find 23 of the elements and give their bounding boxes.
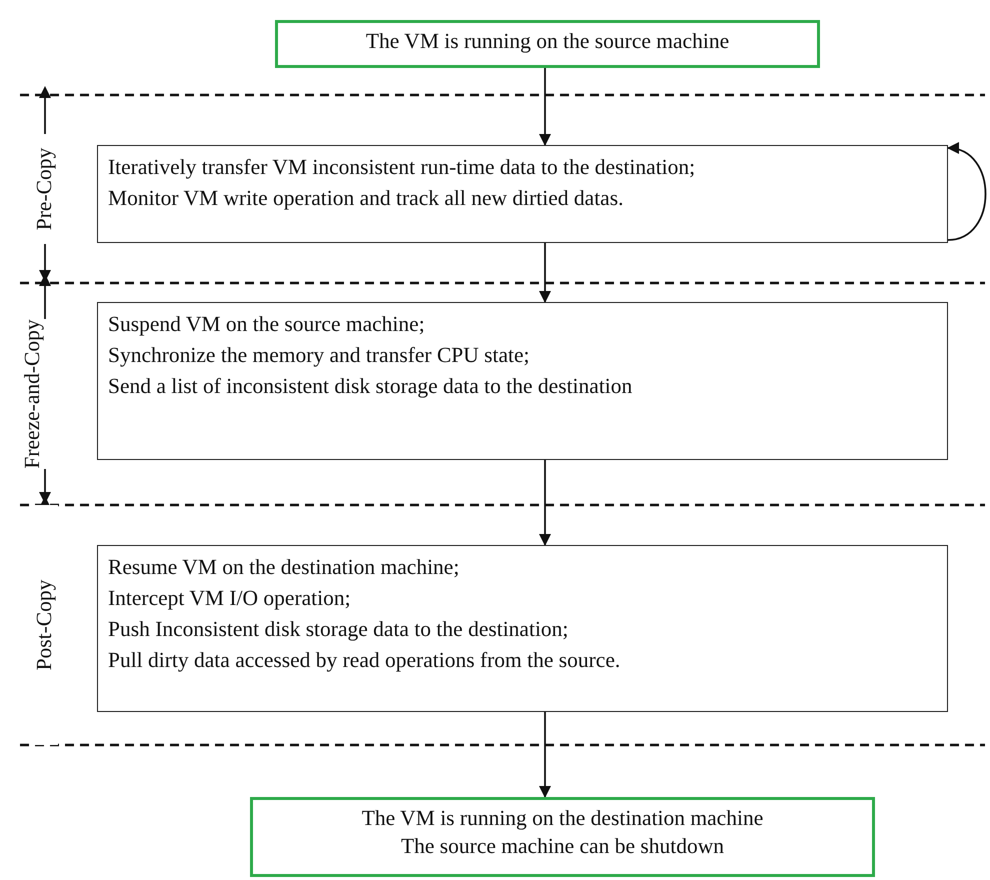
arrow [539, 712, 551, 798]
process-box [97, 302, 948, 460]
step-text: Suspend VM on the source machine; [108, 311, 426, 338]
step-text: Push Inconsistent disk storage data to the destination; [108, 616, 570, 643]
arrow [947, 144, 986, 241]
step-text: Synchronize the memory and transfer CPU state; [108, 342, 531, 369]
step-text: The VM is running on the destination machine [360, 805, 764, 832]
step-text: Send a list of inconsistent disk storage data to the destination [108, 373, 634, 400]
step-text: Iteratively transfer VM inconsistent run-time data to the destination; [108, 154, 696, 181]
step-text: Intercept VM I/O operation; [108, 585, 352, 612]
arrow [539, 243, 551, 303]
phase-label: Post-Copy [32, 505, 58, 745]
step-text: Resume VM on the destination machine; [108, 554, 460, 581]
process-box [97, 145, 948, 243]
process-box [97, 545, 948, 712]
arrow [539, 68, 551, 146]
terminal-box [250, 797, 875, 877]
terminal-box [275, 20, 820, 68]
step-text: Monitor VM write operation and track all new dirtied datas. [108, 185, 624, 212]
step-text: The VM is running on the source machine [364, 28, 730, 55]
arrow [539, 460, 551, 546]
step-text: The source machine can be shutdown [400, 833, 725, 860]
step-text: Pull dirty data accessed by read operations from the source. [108, 647, 622, 674]
